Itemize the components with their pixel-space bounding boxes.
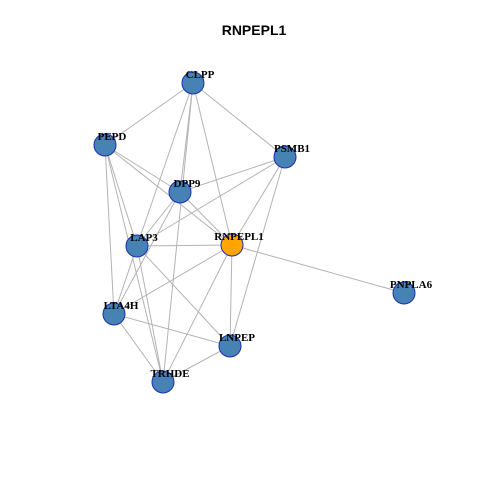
graph-title: RNPEPL1 [222,22,287,38]
node-lnpep[interactable]: LNPEP [218,332,255,358]
node-dpp9[interactable]: DPP9 [168,178,201,204]
node-lta4h[interactable]: LTA4H [102,300,139,326]
edge-pepd-dpp9 [104,144,181,193]
node-clpp[interactable]: CLPP [181,69,215,95]
node-circle[interactable] [181,71,205,95]
edge-layer [104,82,405,383]
edge-lta4h-trhde [113,313,164,383]
node-label: LTA4H [104,300,139,312]
edge-pepd-lap3 [104,144,138,247]
node-circle[interactable] [125,234,149,258]
node-lap3[interactable]: LAP3 [125,232,158,258]
edge-pepd-rnpepl1 [104,144,233,246]
node-circle[interactable] [273,145,297,169]
edge-rnpepl1-lta4h [113,244,233,315]
edge-clpp-pepd [104,82,194,146]
node-circle[interactable] [218,334,242,358]
node-rnpepl1[interactable]: RNPEPL1 [214,231,264,257]
edge-pepd-trhde [104,144,164,383]
node-label: CLPP [186,69,215,81]
edge-clpp-rnpepl1 [192,82,233,246]
node-label: LAP3 [130,232,158,244]
node-label: PNPLA6 [390,279,433,291]
node-label: DPP9 [174,178,201,190]
node-trhde[interactable]: TRHDE [150,368,190,394]
node-label: LNPEP [219,332,255,344]
edge-dpp9-lap3 [136,191,181,247]
node-circle[interactable] [93,133,117,157]
edge-lta4h-lnpep [113,313,231,347]
node-circle[interactable] [151,370,175,394]
edge-psmb1-rnpepl1 [231,156,286,246]
edge-lap3-lta4h [113,245,138,315]
edge-psmb1-lap3 [136,156,286,247]
node-circle[interactable] [168,180,192,204]
node-circle[interactable] [220,233,244,257]
node-label: PSMB1 [274,143,310,155]
edge-lap3-trhde [136,245,164,383]
edge-rnpepl1-lnpep [229,244,233,347]
node-pnpla6[interactable]: PNPLA6 [390,279,433,305]
node-label: RNPEPL1 [214,231,264,243]
node-label: PEPD [98,131,127,143]
edge-lap3-lnpep [136,245,231,347]
edge-dpp9-lta4h [113,191,181,315]
edge-clpp-lap3 [136,82,194,247]
node-pepd[interactable]: PEPD [93,131,127,157]
edge-lnpep-trhde [162,345,231,383]
node-psmb1[interactable]: PSMB1 [273,143,310,169]
edge-rnpepl1-pnpla6 [231,244,405,294]
node-circle[interactable] [392,281,416,305]
node-label: TRHDE [150,368,189,380]
edge-rnpepl1-trhde [162,244,233,383]
edge-psmb1-dpp9 [179,156,286,193]
edge-rnpepl1-lap3 [136,244,233,247]
edge-psmb1-lnpep [229,156,286,347]
edge-clpp-psmb1 [192,82,286,158]
edge-clpp-trhde [162,82,194,383]
edge-pepd-lta4h [104,144,115,315]
node-circle[interactable] [102,302,126,326]
edge-dpp9-rnpepl1 [179,191,233,246]
